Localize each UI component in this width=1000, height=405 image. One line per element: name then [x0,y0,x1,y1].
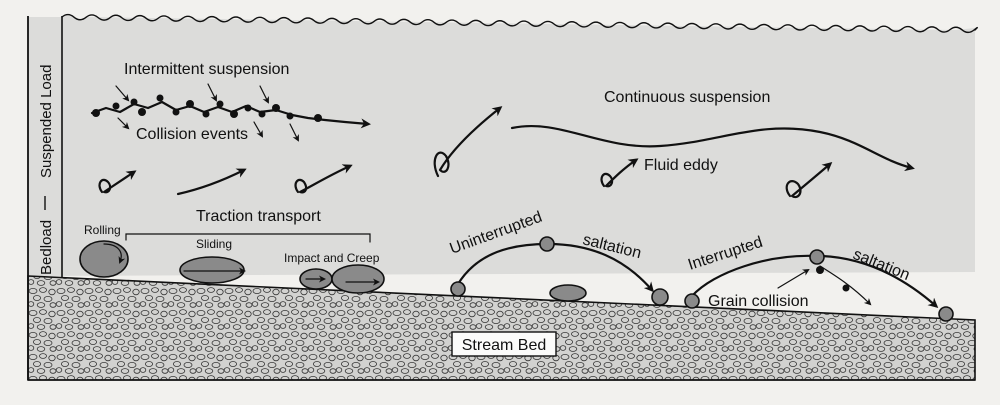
eddy-curl-right [785,162,833,199]
rolling-grain [79,240,129,278]
saltation-grain-end [651,288,669,306]
impact-and-creep-label: Impact and Creep [284,251,380,265]
sliding-grain [179,256,245,284]
resting-grain [549,284,587,302]
sliding-label: Sliding [196,237,232,251]
interrupted-saltation-path-2 [820,254,939,308]
interrupted-grain-start [684,293,700,309]
stream-bed-label: Stream Bed [462,337,546,354]
curl-arrow-1 [98,170,137,194]
interrupted-grain-collide [809,249,825,265]
stream-bed-gravel [27,275,976,381]
stream-bed-label-box [451,331,557,357]
grain-collision-label: Grain collision [708,293,808,310]
suspended-load-label: Suspended Load [38,65,55,178]
saltation-grain-start [450,281,466,297]
collision-pointer-arrows [115,83,299,142]
saltation-grain-peak [539,236,555,252]
intermittent-suspension-label: Intermittent suspension [124,61,289,78]
fluid-eddy-label: Fluid eddy [644,157,718,174]
continuous-suspension-path [510,124,915,172]
collision-events-label: Collision events [136,126,248,143]
interrupted-grain-end [938,306,954,322]
continuous-suspension-label: Continuous suspension [604,89,770,106]
deflected-grain-path [819,265,872,306]
curl-arrow-middle [433,106,503,178]
traction-transport-label: Traction transport [196,208,321,225]
rolling-label: Rolling [84,223,121,237]
curl-arrow-3 [294,164,353,194]
water-body [28,14,975,276]
collision-grains [92,94,322,122]
traction-bracket [125,233,371,243]
grain-collision-pointer [777,268,810,289]
fluid-eddy-arrow [600,158,639,188]
water-surface [61,13,978,34]
creep-grain [331,264,385,294]
rolling-arrow [103,243,126,264]
curve-arrow-2 [176,168,247,196]
struck-grain [816,266,824,274]
interrupted-saltation-path-1 [690,254,818,298]
bedload-label: Bedload [38,220,55,275]
deflected-grain [842,284,850,292]
